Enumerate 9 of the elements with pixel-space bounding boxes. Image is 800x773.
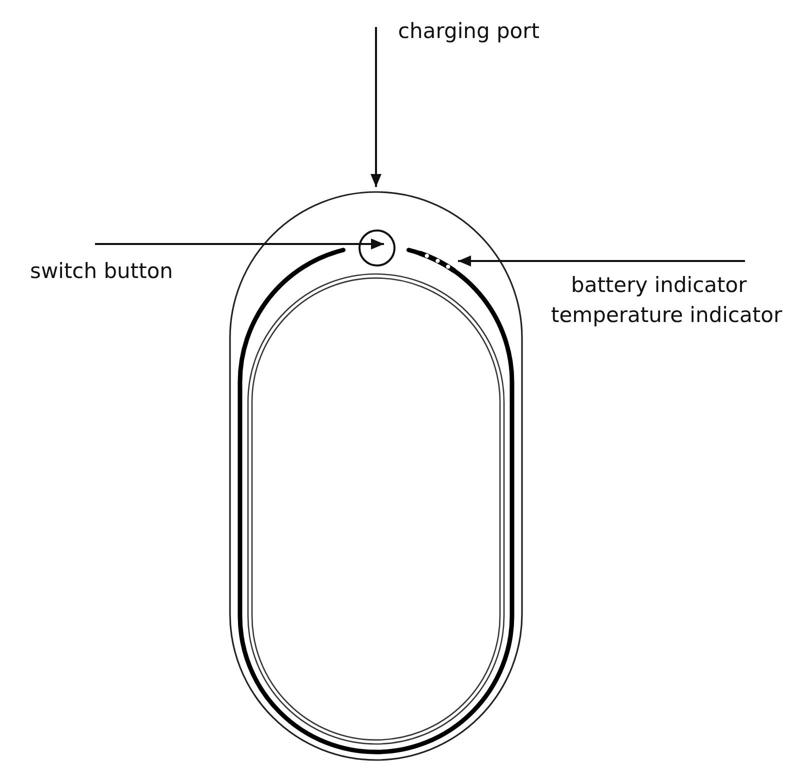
callout-label: switch button <box>30 259 173 284</box>
leader-arrow <box>95 238 384 250</box>
callout-label: charging port <box>398 19 540 44</box>
indicator-dots-icon <box>416 249 458 275</box>
round-button-icon <box>358 229 396 267</box>
leader-arrow <box>370 27 382 187</box>
leader-arrow <box>458 256 745 266</box>
callout-label: temperature indicator <box>551 303 782 328</box>
callout-label: battery indicator <box>571 273 747 298</box>
